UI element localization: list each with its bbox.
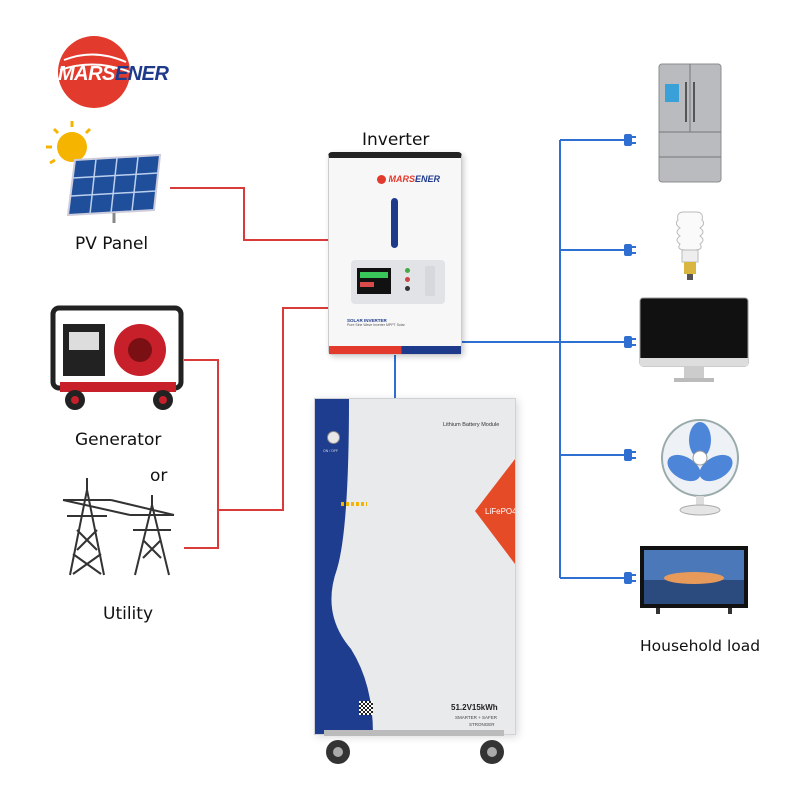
inverter-brand2: ENER (415, 174, 441, 184)
battery-power-button[interactable] (327, 431, 340, 444)
inverter-plate-sub: Pure Sine Wave Inverter MPPT Solar (347, 323, 405, 327)
battery-header: Lithium Battery Module (443, 422, 500, 428)
inverter-lcd-screen (357, 268, 391, 294)
utility-label: Utility (103, 604, 154, 624)
light-bulb-icon (672, 210, 708, 285)
or-label: or (150, 466, 168, 486)
battery-capacity: 51.2V15kWh (451, 703, 498, 712)
brand-name-part2: ENER (114, 63, 169, 85)
plug-icon (624, 572, 636, 584)
pv-line (170, 187, 328, 241)
battery-wheels (314, 730, 514, 770)
utility-line (218, 307, 328, 511)
plug-icon (624, 449, 636, 461)
battery-blue-panel (315, 399, 515, 734)
plug-icon (624, 244, 636, 256)
plug-icon (624, 134, 636, 146)
inverter-buttons (405, 268, 410, 291)
inverter-base-stripe (329, 346, 461, 354)
inverter-logo-dot-icon (377, 175, 386, 185)
battery-slogan1: SMARTER + SAFER (455, 715, 498, 720)
tv-icon (638, 544, 750, 616)
inverter-plate-title: SOLAR INVERTER (347, 318, 387, 323)
solar-panel-icon (66, 153, 162, 223)
inverter-led-strip (391, 198, 398, 248)
pv-panel-label: PV Panel (75, 234, 149, 254)
fan-icon (655, 418, 745, 516)
inverter-label: Inverter (362, 130, 430, 150)
logo-circle-icon (58, 36, 131, 108)
household-load-label: Household load (640, 637, 761, 655)
refrigerator-icon (655, 62, 725, 187)
brand-name-part1: MARS (58, 63, 115, 85)
inverter-brand1: MARS (388, 174, 416, 184)
battery-slogan2: STRONGER (469, 722, 495, 727)
inverter-name-plate: SOLAR INVERTER Pure Sine Wave Inverter M… (333, 318, 453, 334)
battery-qr-code-icon (359, 701, 373, 715)
generator-line (184, 359, 219, 549)
utility-pylon-icon (55, 470, 195, 580)
pv-panel (30, 115, 180, 225)
inverter-device: MARSENER SOLAR INVERTER Pure Sine Wave I… (328, 152, 462, 355)
battery-chemistry: LiFePO4 (485, 507, 516, 516)
generator-icon (45, 300, 185, 415)
inverter-control-panel (351, 260, 445, 304)
sun-icon (46, 121, 92, 165)
brand-logo: MARSENER (50, 30, 200, 115)
plug-icon (624, 336, 636, 348)
battery-soc-leds (341, 502, 367, 506)
battery-cabinet: Lithium Battery Module ON / OFF LiFePO4 … (314, 398, 516, 735)
generator-label: Generator (75, 430, 162, 450)
monitor-icon (638, 296, 750, 384)
battery-switch-label: ON / OFF (323, 449, 339, 453)
